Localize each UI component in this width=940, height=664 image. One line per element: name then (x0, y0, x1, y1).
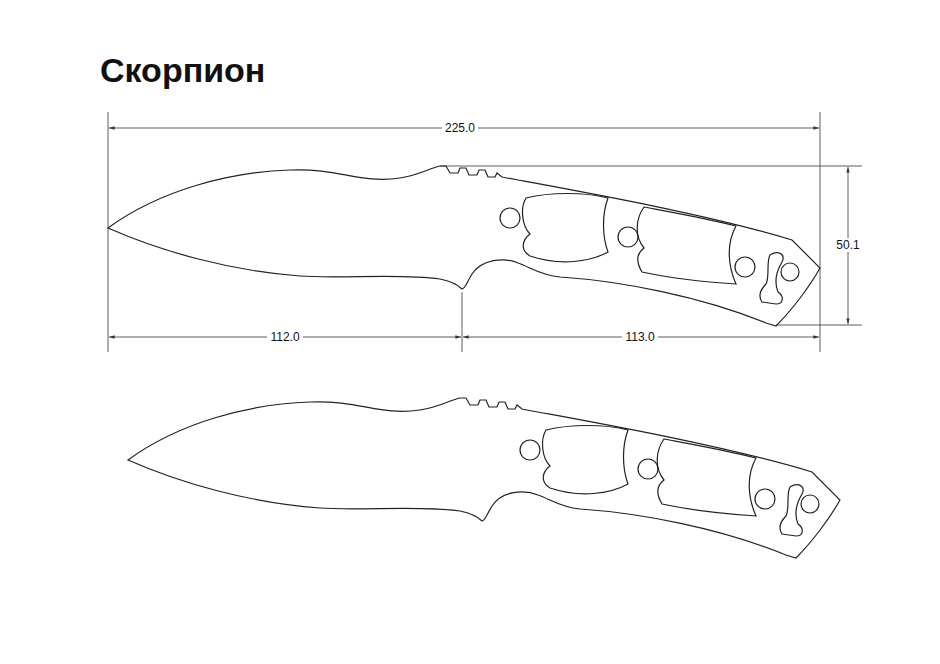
dimension-value: 112.0 (267, 330, 302, 344)
drawing-title: Скорпион (100, 51, 265, 90)
knife-blank-bottom (128, 398, 840, 558)
dimension-value: 225.0 (442, 121, 478, 135)
knife-blank-top (108, 166, 820, 326)
dimension-value: 113.0 (622, 330, 657, 344)
dimension-value: 50.1 (833, 238, 862, 252)
dimension-lines (108, 112, 862, 352)
